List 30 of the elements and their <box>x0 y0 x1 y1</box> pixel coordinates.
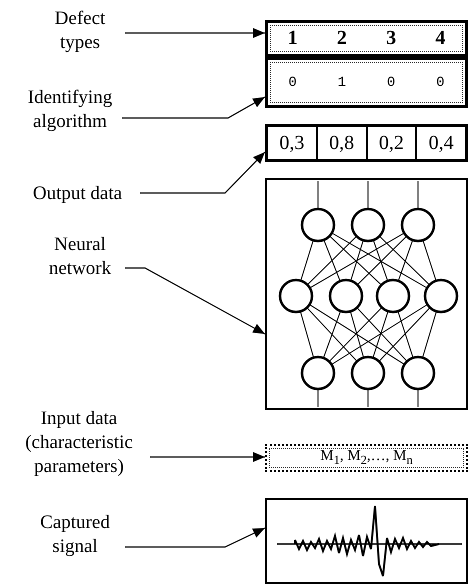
defect-type-row <box>265 20 468 57</box>
caption-text: Identifying algorithm <box>18 82 122 138</box>
arrow <box>122 96 266 119</box>
output-data-row <box>265 124 468 162</box>
flag-value: 1 <box>336 74 348 90</box>
signal-plot-panel <box>265 498 468 584</box>
arrow <box>125 267 266 335</box>
flag-value: 0 <box>386 74 396 90</box>
column-number: 3 <box>385 27 398 50</box>
arrow <box>125 527 266 548</box>
caption-text: Neural network <box>35 228 125 286</box>
output-value: 0,4 <box>415 127 465 159</box>
column-number: 2 <box>336 27 348 50</box>
caption-text: Input data (characteristic parameters) <box>8 403 150 483</box>
arrow <box>140 152 266 194</box>
caption-text: Captured signal <box>25 508 125 562</box>
arrow <box>150 452 265 462</box>
input-data-field <box>265 444 468 472</box>
arrow <box>125 28 265 38</box>
output-value: 0,3 <box>278 131 306 156</box>
caption-text: Defect types <box>35 5 125 57</box>
flag-value: 0 <box>435 74 446 90</box>
flag-value: 0 <box>287 74 298 90</box>
parameter-list: M$_{1}$, M$_{2}$,…, M$_{n}$ <box>267 448 466 468</box>
column-number: 4 <box>434 27 446 50</box>
column-number: 1 <box>286 27 299 50</box>
algorithm-row <box>265 57 468 108</box>
output-value: 0,8 <box>316 127 366 159</box>
caption-text: Output data <box>15 181 140 207</box>
output-value: 0,2 <box>366 127 416 159</box>
